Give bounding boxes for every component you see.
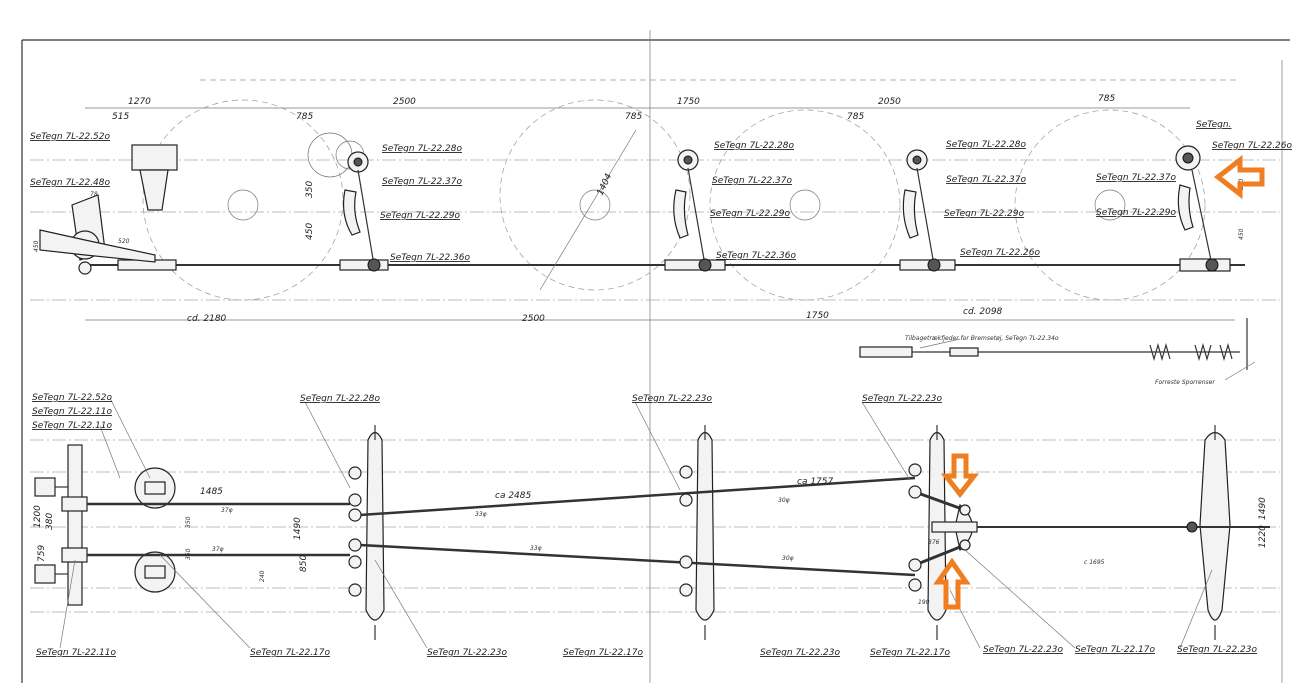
dimension-label: 350 [185, 548, 192, 560]
dimension-label: c 1695 [1084, 559, 1105, 566]
centerlines [30, 107, 1280, 321]
dimension-label: 30φ [778, 497, 790, 504]
sheet-frame [21, 30, 1290, 683]
elevation-view: 1270 515 2500 785 785 1750 2050 785 785 … [30, 94, 1293, 386]
callout-label: SeTegn 7L-22.23o [632, 394, 713, 404]
callout-label: SeTegn 7L-22.36o [390, 253, 471, 263]
dimension-label: 520 [118, 238, 130, 245]
callout-label: SeTegn 7L-22.37o [946, 175, 1027, 185]
plan-dimensions: 1485 ca 2485 ca 1757 37φ 33φ 30φ 37φ 33φ… [33, 477, 1268, 606]
plan-leader-lines [59, 397, 1213, 649]
dimension-label: 376 [928, 539, 940, 546]
callout-label: SeTegn 7L-22.37o [712, 176, 793, 186]
plan-view: SeTegn 7L-22.52o SeTegn 7L-22.11o SeTegn… [30, 393, 1280, 658]
dimension-label: 1750 [677, 97, 700, 107]
dimension-label: 1270 [128, 97, 151, 107]
callout-label: SeTegn 7L-22.37o [382, 177, 463, 187]
brake-beams [365, 425, 1231, 640]
dimension-label: 785 [625, 112, 642, 122]
elevation-dimensions: 1270 515 2500 785 785 1750 2050 785 785 … [33, 94, 1245, 324]
dimension-label: 785 [1098, 94, 1115, 104]
dimension-label: 1404 [596, 172, 615, 197]
dimension-label: 515 [112, 112, 129, 122]
callout-label: SeTegn. [1196, 120, 1231, 130]
diameter-leader [539, 129, 637, 291]
dimension-label: cd. 2180 [187, 314, 227, 324]
dimension-label: 350 [305, 181, 315, 198]
callout-label: SeTegn 7L-22.29o [710, 209, 791, 219]
dimension-label: 1750 [806, 311, 829, 321]
callout-label: SeTegn 7L-22.17o [1075, 645, 1156, 655]
dimension-label: 190 [918, 599, 930, 606]
callout-label: SeTegn 7L-22.52o [30, 132, 111, 142]
dimension-label: 759 [37, 545, 47, 562]
elevation-callouts: SeTegn 7L-22.52o SeTegn 7L-22.48o SeTegn… [30, 120, 1293, 386]
dimension-label: 37φ [221, 507, 233, 514]
dimension-label: 1490 [1258, 497, 1268, 520]
dimension-label: 2500 [522, 314, 545, 324]
callout-label: SeTegn 7L-22.48o [30, 178, 111, 188]
left-lever-assembly [39, 144, 178, 275]
dimension-label: 37φ [212, 546, 224, 553]
dimension-label: 30φ [782, 555, 794, 562]
dimension-label: 33φ [530, 545, 542, 552]
dimension-label: 78 [90, 191, 98, 198]
callout-label: SeTegn 7L-22.29o [380, 211, 461, 221]
dimension-label: 850 [299, 555, 309, 572]
arrow-up-icon [933, 557, 971, 610]
callout-label: SeTegn 7L-22.17o [870, 648, 951, 658]
callout-label: SeTegn 7L-22.23o [760, 648, 841, 658]
callout-label: SeTegn 7L-22.23o [983, 645, 1064, 655]
callout-label: SeTegn 7L-22.28o [946, 140, 1027, 150]
dimension-label: 1490 [293, 517, 303, 540]
dimension-label: 350 [185, 516, 192, 528]
dimension-label: 450 [1238, 228, 1245, 240]
callout-label: SeTegn 7L-22.52o [32, 393, 113, 403]
dimension-label: ca 2485 [495, 491, 532, 501]
callout-label: SeTegn 7L-22.36o [716, 251, 797, 261]
callout-label: SeTegn 7L-22.23o [1177, 645, 1258, 655]
dimension-label: 380 [45, 513, 55, 530]
dimension-label: 1200 [33, 505, 43, 528]
dimension-label: 785 [847, 112, 864, 122]
dimension-label: ca 1757 [797, 477, 834, 487]
callout-label: SeTegn 7L-22.23o [427, 648, 508, 658]
dimension-label: 2500 [393, 97, 416, 107]
callout-label: SeTegn 7L-22.28o [300, 394, 381, 404]
dimension-label: 1485 [200, 487, 223, 497]
return-spring-assembly [859, 318, 1256, 381]
callout-label: SeTegn 7L-22.17o [250, 648, 331, 658]
callout-label: SeTegn 7L-22.29o [1096, 208, 1177, 218]
dimension-label: 2050 [878, 97, 901, 107]
dimension-label: Forreste Sporrenser [1155, 379, 1215, 386]
callout-label: SeTegn 7L-22.11o [32, 407, 113, 417]
rod-joints [348, 463, 971, 597]
dimension-label: 1220 [1258, 525, 1268, 548]
main-brake-rod [80, 258, 1245, 272]
callout-label: SeTegn 7L-22.28o [382, 144, 463, 154]
callout-label: SeTegn 7L-22.17o [563, 648, 644, 658]
dimension-label: 33φ [475, 511, 487, 518]
arrow-left-icon [1213, 154, 1265, 200]
arrow-down-icon [940, 453, 980, 499]
callout-label: SeTegn 7L-22.23o [862, 394, 943, 404]
dimension-label: 240 [259, 570, 266, 582]
pull-rods [87, 476, 1270, 577]
dimension-label: Tilbagetrækfjeder for Bremsetøj, SeTegn … [905, 335, 1059, 342]
dimension-label: 450 [305, 223, 315, 240]
highlight-arrows [933, 154, 1265, 610]
callout-label: SeTegn 7L-22.26o [1212, 141, 1293, 151]
callout-label: SeTegn 7L-22.28o [714, 141, 795, 151]
plan-callouts: SeTegn 7L-22.52o SeTegn 7L-22.11o SeTegn… [32, 393, 1258, 658]
dimension-label: 785 [296, 112, 313, 122]
leading-axle [34, 444, 176, 606]
dimension-label: cd. 2098 [963, 307, 1003, 317]
callout-label: SeTegn 7L-22.11o [36, 648, 117, 658]
callout-label: SeTegn 7L-22.26o [960, 248, 1041, 258]
callout-label: SeTegn 7L-22.29o [944, 209, 1025, 219]
callout-label: SeTegn 7L-22.11o [32, 421, 113, 431]
brake-hangers [342, 145, 1219, 272]
callout-label: SeTegn 7L-22.37o [1096, 173, 1177, 183]
dimension-label: 450 [33, 240, 40, 252]
